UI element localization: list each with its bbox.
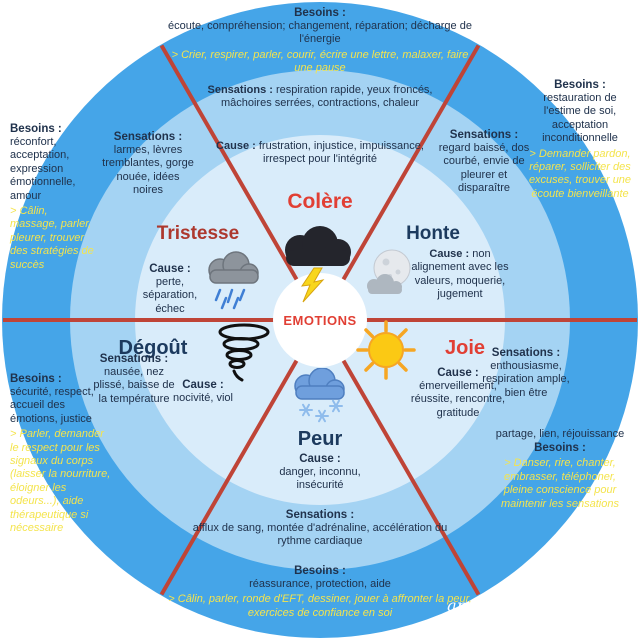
sensations-heading: Sensations : [113, 131, 183, 143]
besoins-actions: > Parler, demander le respect pour les s… [10, 428, 111, 535]
sensations-text: enthousiasme, respiration ample, bien êt… [482, 360, 570, 399]
besoins-heading: Besoins : [554, 79, 606, 91]
colere-cause-block: Cause : frustration, injustice, impuissa… [212, 140, 428, 167]
cause-text: émerveillement, réussite, rencontre, gra… [410, 380, 506, 419]
cause-heading: Cause : [437, 367, 479, 379]
besoins-heading: Besoins : [10, 123, 62, 135]
center-label: EMOTIONS [283, 312, 357, 328]
cause-heading: Cause : [216, 140, 256, 152]
honte-cause-block: Cause : non alignement avec les valeurs,… [408, 248, 512, 302]
cause-heading: Cause : [149, 263, 191, 275]
rain-cloud-icon [198, 250, 268, 317]
cause-text: nocivité, viol [173, 392, 233, 405]
tristesse-cause-block: Cause : perte, séparation, échec [130, 262, 210, 316]
peur-cause-block: Cause : danger, inconnu, insécurité [262, 452, 378, 493]
degout-cause-block: Cause : nocivité, viol [158, 378, 248, 405]
peur-sensations-block: Sensations : afflux de sang, montée d'ad… [180, 508, 460, 549]
besoins-text: sécurité, respect, accueil des émotions,… [10, 386, 94, 425]
watermark: apprendreaeduquer.fr [447, 596, 626, 615]
sensations-text: respiration rapide, yeux froncés, mâchoi… [220, 84, 433, 110]
storm-cloud-lightning-icon [268, 224, 368, 309]
besoins-actions: > Câlin, massage, parler, pleurer, trouv… [10, 205, 94, 271]
colere-title: Colère [287, 190, 353, 213]
center-circle: EMOTIONS [273, 273, 367, 367]
sensations-heading: Sensations : [285, 509, 355, 521]
joie-title: Joie [444, 337, 486, 359]
cause-text: non alignement avec les valeurs, moqueri… [411, 248, 509, 301]
peur-besoins-block: Besoins : réassurance, protection, aide … [150, 564, 490, 620]
besoins-actions: > Demander pardon, réparer, solliciter d… [528, 147, 632, 200]
besoins-actions: > Danser, rire, chanter, embrasser, télé… [500, 457, 619, 510]
cause-heading: Cause : [299, 453, 341, 465]
sensations-text: afflux de sang, montée d'adrénaline, acc… [192, 522, 448, 548]
sensations-heading: Sensations : [207, 84, 273, 96]
besoins-heading: Besoins : [10, 373, 62, 385]
besoins-actions: > Crier, respirer, parler, courir, écrir… [171, 48, 469, 75]
peur-title: Peur [297, 428, 343, 450]
besoins-text: partage, lien, réjouissance [495, 428, 625, 440]
sensations-text: nausée, nez plissé, baisse de la tempéra… [93, 366, 175, 405]
cause-heading: Cause : [182, 379, 224, 391]
besoins-actions: > Câlin, parler, ronde d'EFT, dessiner, … [168, 593, 472, 619]
besoins-text: écoute, compréhension; changement, répar… [168, 20, 472, 46]
tristesse-sensations-block: Sensations : larmes, lèvres tremblantes,… [102, 130, 194, 198]
tristesse-besoins-block: Besoins : réconfort, acceptation, expres… [10, 122, 98, 272]
sensations-text: larmes, lèvres tremblantes, gorge nouée,… [102, 144, 194, 197]
cause-text: danger, inconnu, insécurité [279, 466, 361, 492]
sensations-heading: Sensations : [491, 347, 561, 359]
besoins-text: réassurance, protection, aide [249, 578, 391, 591]
colere-sensations-block: Sensations : respiration rapide, yeux fr… [190, 84, 450, 111]
moon-cloud-icon [360, 246, 420, 303]
honte-title: Honte [406, 223, 460, 244]
joie-sensations-block: Sensations : enthousiasme, respiration a… [474, 346, 578, 400]
sensations-text: regard baissé, dos courbé, envie de pleu… [438, 142, 530, 195]
besoins-heading: Besoins : [294, 7, 346, 19]
besoins-heading: Besoins : [294, 565, 346, 577]
degout-title: Dégoût [118, 337, 188, 359]
snow-cloud-icon [282, 367, 352, 433]
joie-besoins-block: partage, lien, réjouissance Besoins : > … [490, 428, 630, 511]
sun-icon [356, 320, 416, 385]
sensations-heading: Sensations : [449, 129, 519, 141]
besoins-text: restauration de l'estime de soi, accepta… [542, 92, 618, 145]
cause-text: perte, séparation, échec [142, 276, 198, 315]
joie-cause-block: Cause : émerveillement, réussite, rencon… [400, 366, 516, 420]
honte-sensations-block: Sensations : regard baissé, dos courbé, … [438, 128, 530, 196]
degout-sensations-block: Sensations : nausée, nez plissé, baisse … [92, 352, 176, 406]
besoins-heading: Besoins : [534, 442, 586, 455]
honte-besoins-block: Besoins : restauration de l'estime de so… [528, 78, 632, 201]
tornado-icon [214, 322, 274, 389]
colere-besoins-block: Besoins : écoute, compréhension; changem… [165, 6, 475, 76]
cause-text: frustration, injustice, impuissance, irr… [258, 140, 424, 166]
besoins-text: réconfort, acceptation, expression émoti… [10, 136, 76, 202]
degout-besoins-block: Besoins : sécurité, respect, accueil des… [10, 372, 112, 535]
cause-heading: Cause : [429, 248, 470, 260]
sensations-heading: Sensations : [99, 353, 169, 365]
tristesse-title: Tristesse [156, 223, 240, 244]
